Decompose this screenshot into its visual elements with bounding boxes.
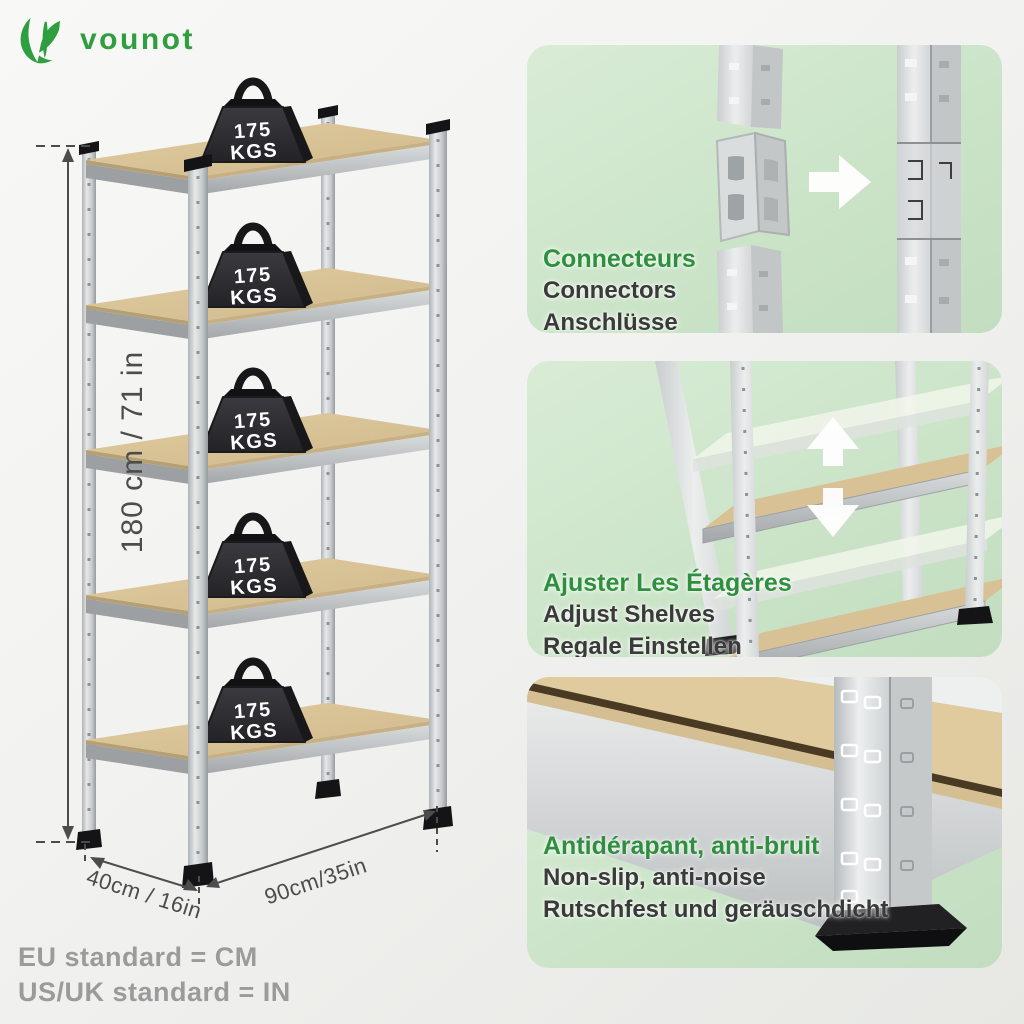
connectors-captions: Connecteurs Connectors Anschlüsse (543, 243, 696, 333)
anti-slip-foot (815, 904, 967, 951)
connectors-title-en: Connectors (543, 277, 677, 304)
front-left-post (182, 154, 214, 888)
post-front-left (730, 361, 759, 657)
ghost-shelf-lower (713, 517, 1002, 612)
width-dimension-label: 90cm/35in (261, 852, 370, 909)
anti-slip-captions: Antidérapant, anti-bruit Non-slip, anti-… (543, 830, 888, 926)
adjust-shelves-title-de: Regale Einstellen (543, 633, 742, 657)
adjust-shelves-illustration (655, 361, 1002, 657)
arrow-right-icon (809, 155, 871, 209)
angle-post-top (717, 45, 783, 129)
anti-slip-illustration (527, 677, 1002, 951)
height-dimension-label: 180 cm / 71 in (116, 351, 149, 553)
height-dimension (36, 145, 92, 843)
width-dimension (206, 806, 438, 888)
feature-panel-anti-slip: Antidérapant, anti-bruit Non-slip, anti-… (527, 677, 1002, 968)
adjust-shelves-captions: Ajuster Les Étagères Adjust Shelves Rega… (543, 567, 792, 657)
adjust-shelves-title-en: Adjust Shelves (543, 601, 716, 628)
connector-bracket (715, 131, 791, 243)
standards-line-us: US/UK standard = IN (18, 977, 291, 1007)
feature-panel-connectors: Connecteurs Connectors Anschlüsse (527, 45, 1002, 333)
connectors-illustration (715, 45, 961, 333)
brand-logo: vounot (16, 14, 195, 66)
leaf-icon (20, 17, 61, 64)
standards-note: EU standard = CM US/UK standard = IN (18, 940, 291, 1010)
anti-slip-title-fr: Antidérapant, anti-bruit (543, 832, 820, 860)
angle-post-bottom (717, 245, 783, 333)
connectors-title-de: Anschlüsse (543, 309, 678, 333)
shelf-unit-illustration: 175 KGS (36, 0, 453, 924)
shelf-leg (834, 677, 932, 915)
depth-dimension (84, 844, 200, 908)
standards-line-eu: EU standard = CM (18, 942, 258, 972)
assembled-post (897, 45, 961, 333)
connectors-title-fr: Connecteurs (543, 245, 696, 273)
post-back-left (655, 361, 741, 656)
anti-slip-title-de: Rutschfest und geräuschdicht (543, 896, 889, 923)
anti-slip-title-en: Non-slip, anti-noise (543, 864, 766, 891)
post-front-right (957, 361, 993, 625)
feature-panel-adjust-shelves: Ajuster Les Étagères Adjust Shelves Rega… (527, 361, 1002, 657)
brand-name: vounot (80, 23, 195, 56)
adjust-arrows-icon (807, 417, 859, 537)
adjust-shelves-title-fr: Ajuster Les Étagères (543, 569, 792, 597)
